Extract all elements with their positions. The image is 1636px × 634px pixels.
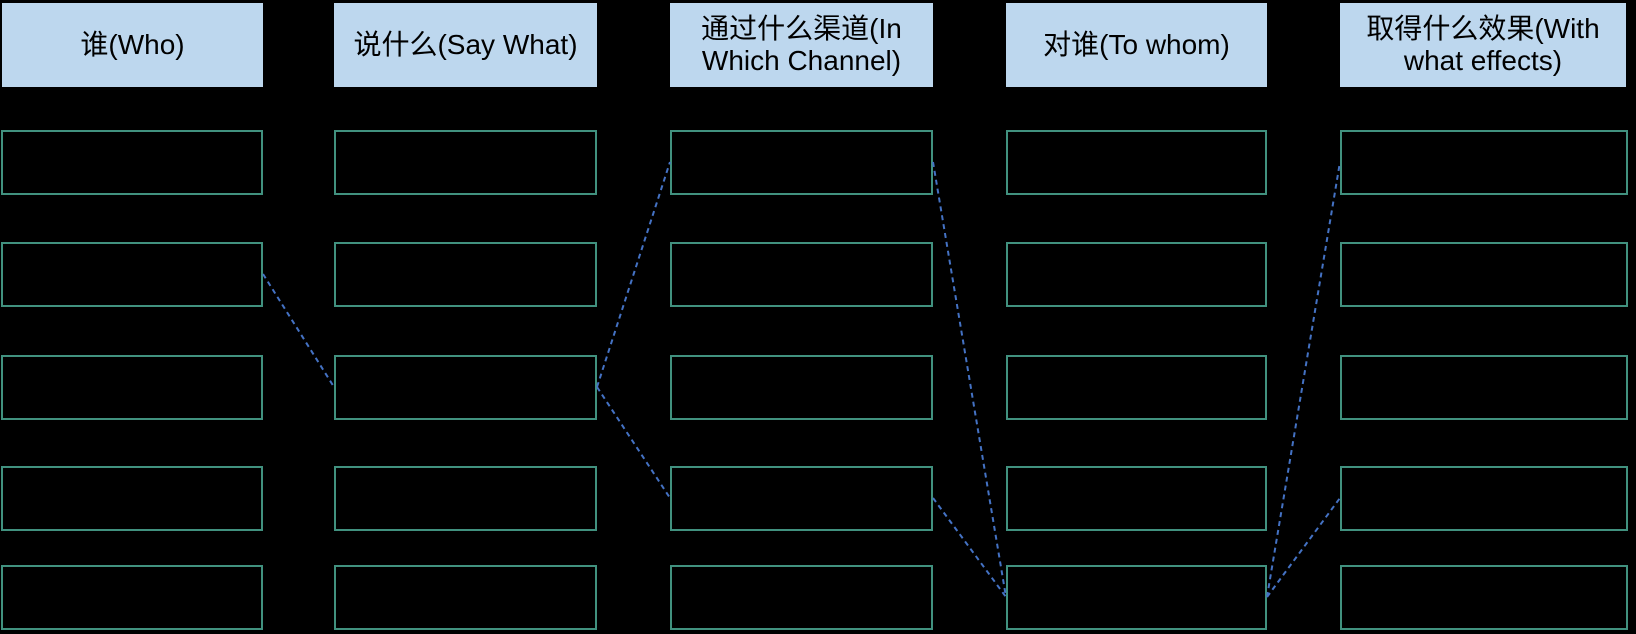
cell-box-col3-channel-row5 — [670, 565, 933, 630]
cell-box-col2-say-what-row4 — [334, 466, 597, 531]
connector-towhom-r5-to-effects-r1 — [1266, 161, 1341, 598]
column-header-label: 谁(Who) — [80, 28, 185, 60]
cell-box-col2-say-what-row3 — [334, 355, 597, 420]
connector-towhom-r5-to-effects-r4 — [1266, 497, 1341, 598]
column-header-label: 对谁(To whom) — [1043, 28, 1230, 60]
cell-box-col5-effects-row3 — [1340, 355, 1628, 420]
connector-who-r2-to-saywhat-r3 — [262, 273, 335, 388]
cell-box-col4-to-whom-row3 — [1006, 355, 1267, 420]
cell-box-col5-effects-row4 — [1340, 466, 1628, 531]
cell-box-col1-who-row4 — [1, 466, 263, 531]
cell-box-col3-channel-row1 — [670, 130, 933, 195]
cell-box-col4-to-whom-row4 — [1006, 466, 1267, 531]
cell-box-col4-to-whom-row2 — [1006, 242, 1267, 307]
cell-box-col4-to-whom-row5 — [1006, 565, 1267, 630]
column-header-effects: 取得什么效果(With what effects) — [1340, 3, 1626, 87]
cell-box-col3-channel-row4 — [670, 466, 933, 531]
cell-box-col4-to-whom-row1 — [1006, 130, 1267, 195]
column-header-channel: 通过什么渠道(In Which Channel) — [670, 3, 933, 87]
connector-saywhat-r3-to-channel-r4 — [596, 386, 671, 499]
column-header-to-whom: 对谁(To whom) — [1006, 3, 1267, 87]
cell-box-col1-who-row5 — [1, 565, 263, 630]
connector-channel-r4-to-towhom-r5 — [932, 497, 1007, 598]
cell-box-col2-say-what-row2 — [334, 242, 597, 307]
cell-box-col5-effects-row2 — [1340, 242, 1628, 307]
column-header-label: 取得什么效果(With what effects) — [1366, 12, 1600, 76]
cell-box-col2-say-what-row5 — [334, 565, 597, 630]
connector-channel-r1-to-towhom-r5 — [932, 161, 1007, 598]
cell-box-col2-say-what-row1 — [334, 130, 597, 195]
cell-box-col3-channel-row2 — [670, 242, 933, 307]
cell-box-col1-who-row2 — [1, 242, 263, 307]
column-header-label: 说什么(Say What) — [353, 28, 578, 60]
cell-box-col1-who-row3 — [1, 355, 263, 420]
cell-box-col1-who-row1 — [1, 130, 263, 195]
cell-box-col5-effects-row1 — [1340, 130, 1628, 195]
column-header-label: 通过什么渠道(In Which Channel) — [701, 12, 902, 76]
cell-box-col5-effects-row5 — [1340, 565, 1628, 630]
cell-box-col3-channel-row3 — [670, 355, 933, 420]
connector-saywhat-r3-to-channel-r1 — [596, 161, 671, 388]
column-header-who: 谁(Who) — [2, 3, 263, 87]
column-header-say-what: 说什么(Say What) — [334, 3, 597, 87]
